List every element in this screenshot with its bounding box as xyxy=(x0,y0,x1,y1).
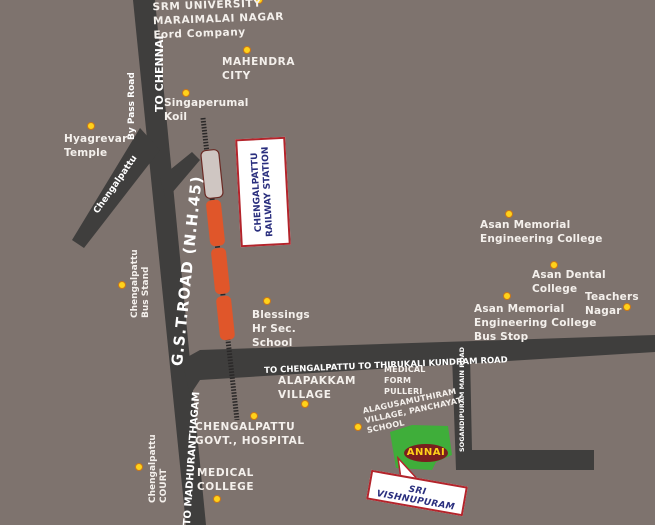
landmark-alapakkam: ALAPAKKAM VILLAGE xyxy=(278,375,357,401)
marker-icon xyxy=(505,210,513,218)
landmark-medical-form: MEDICAL FORM PULLERI xyxy=(384,365,426,396)
landmark-hospital: CHENGALPATTU GOVT., HOSPITAL xyxy=(195,421,305,447)
thirukali-road xyxy=(182,335,655,395)
marker-icon xyxy=(263,297,271,305)
landmark-teachers-nagar: Teachers Nagar xyxy=(585,291,639,317)
branch-road xyxy=(160,152,200,200)
landmark-court: Chengalpattu COURT xyxy=(148,434,169,503)
marker-icon xyxy=(213,495,221,503)
marker-icon xyxy=(503,292,511,300)
railway-station-sign: CHENGALPATTU RAILWAY STATION xyxy=(235,136,291,248)
sogandipuram-road xyxy=(452,354,594,470)
train-engine xyxy=(200,149,224,199)
road-label-bypass: By Pass Road xyxy=(127,72,137,140)
annai-logo: ANNAI xyxy=(404,444,448,462)
railway-station-label: CHENGALPATTU RAILWAY STATION xyxy=(249,146,276,238)
marker-icon xyxy=(87,122,95,130)
marker-icon xyxy=(623,303,631,311)
marker-icon xyxy=(118,281,126,289)
landmark-hyagrevar: Hyagrevar Temple xyxy=(64,133,128,159)
marker-icon xyxy=(354,423,362,431)
landmark-mahendra: MAHENDRA CITY xyxy=(222,56,296,82)
landmark-blessings: Blessings Hr Sec. School xyxy=(252,309,310,349)
landmark-asan-bus-stop: Asan Memorial Engineering College Bus St… xyxy=(474,303,597,343)
landmark-asan-dental: Asan Dental College xyxy=(532,269,606,295)
marker-icon xyxy=(550,261,558,269)
landmark-singaperumal: Singaperumal Koil xyxy=(164,97,249,123)
chengalpattu-road xyxy=(72,128,160,248)
marker-icon xyxy=(182,89,190,97)
marker-icon xyxy=(301,400,309,408)
landmark-asan-engineering: Asan Memorial Engineering College xyxy=(480,219,603,245)
marker-icon xyxy=(135,463,143,471)
marker-icon xyxy=(250,412,258,420)
landmark-medical-college: MEDICAL COLLEGE xyxy=(197,467,255,493)
railway-track xyxy=(200,117,240,421)
gst-road xyxy=(133,0,206,525)
marker-icon xyxy=(243,46,251,54)
landmark-srm: SRM UNIVERSITY MARAIMALAI NAGAR Ford Com… xyxy=(152,0,285,42)
landmark-bus-stand: Chengalpattu Bus Stand xyxy=(130,249,151,318)
